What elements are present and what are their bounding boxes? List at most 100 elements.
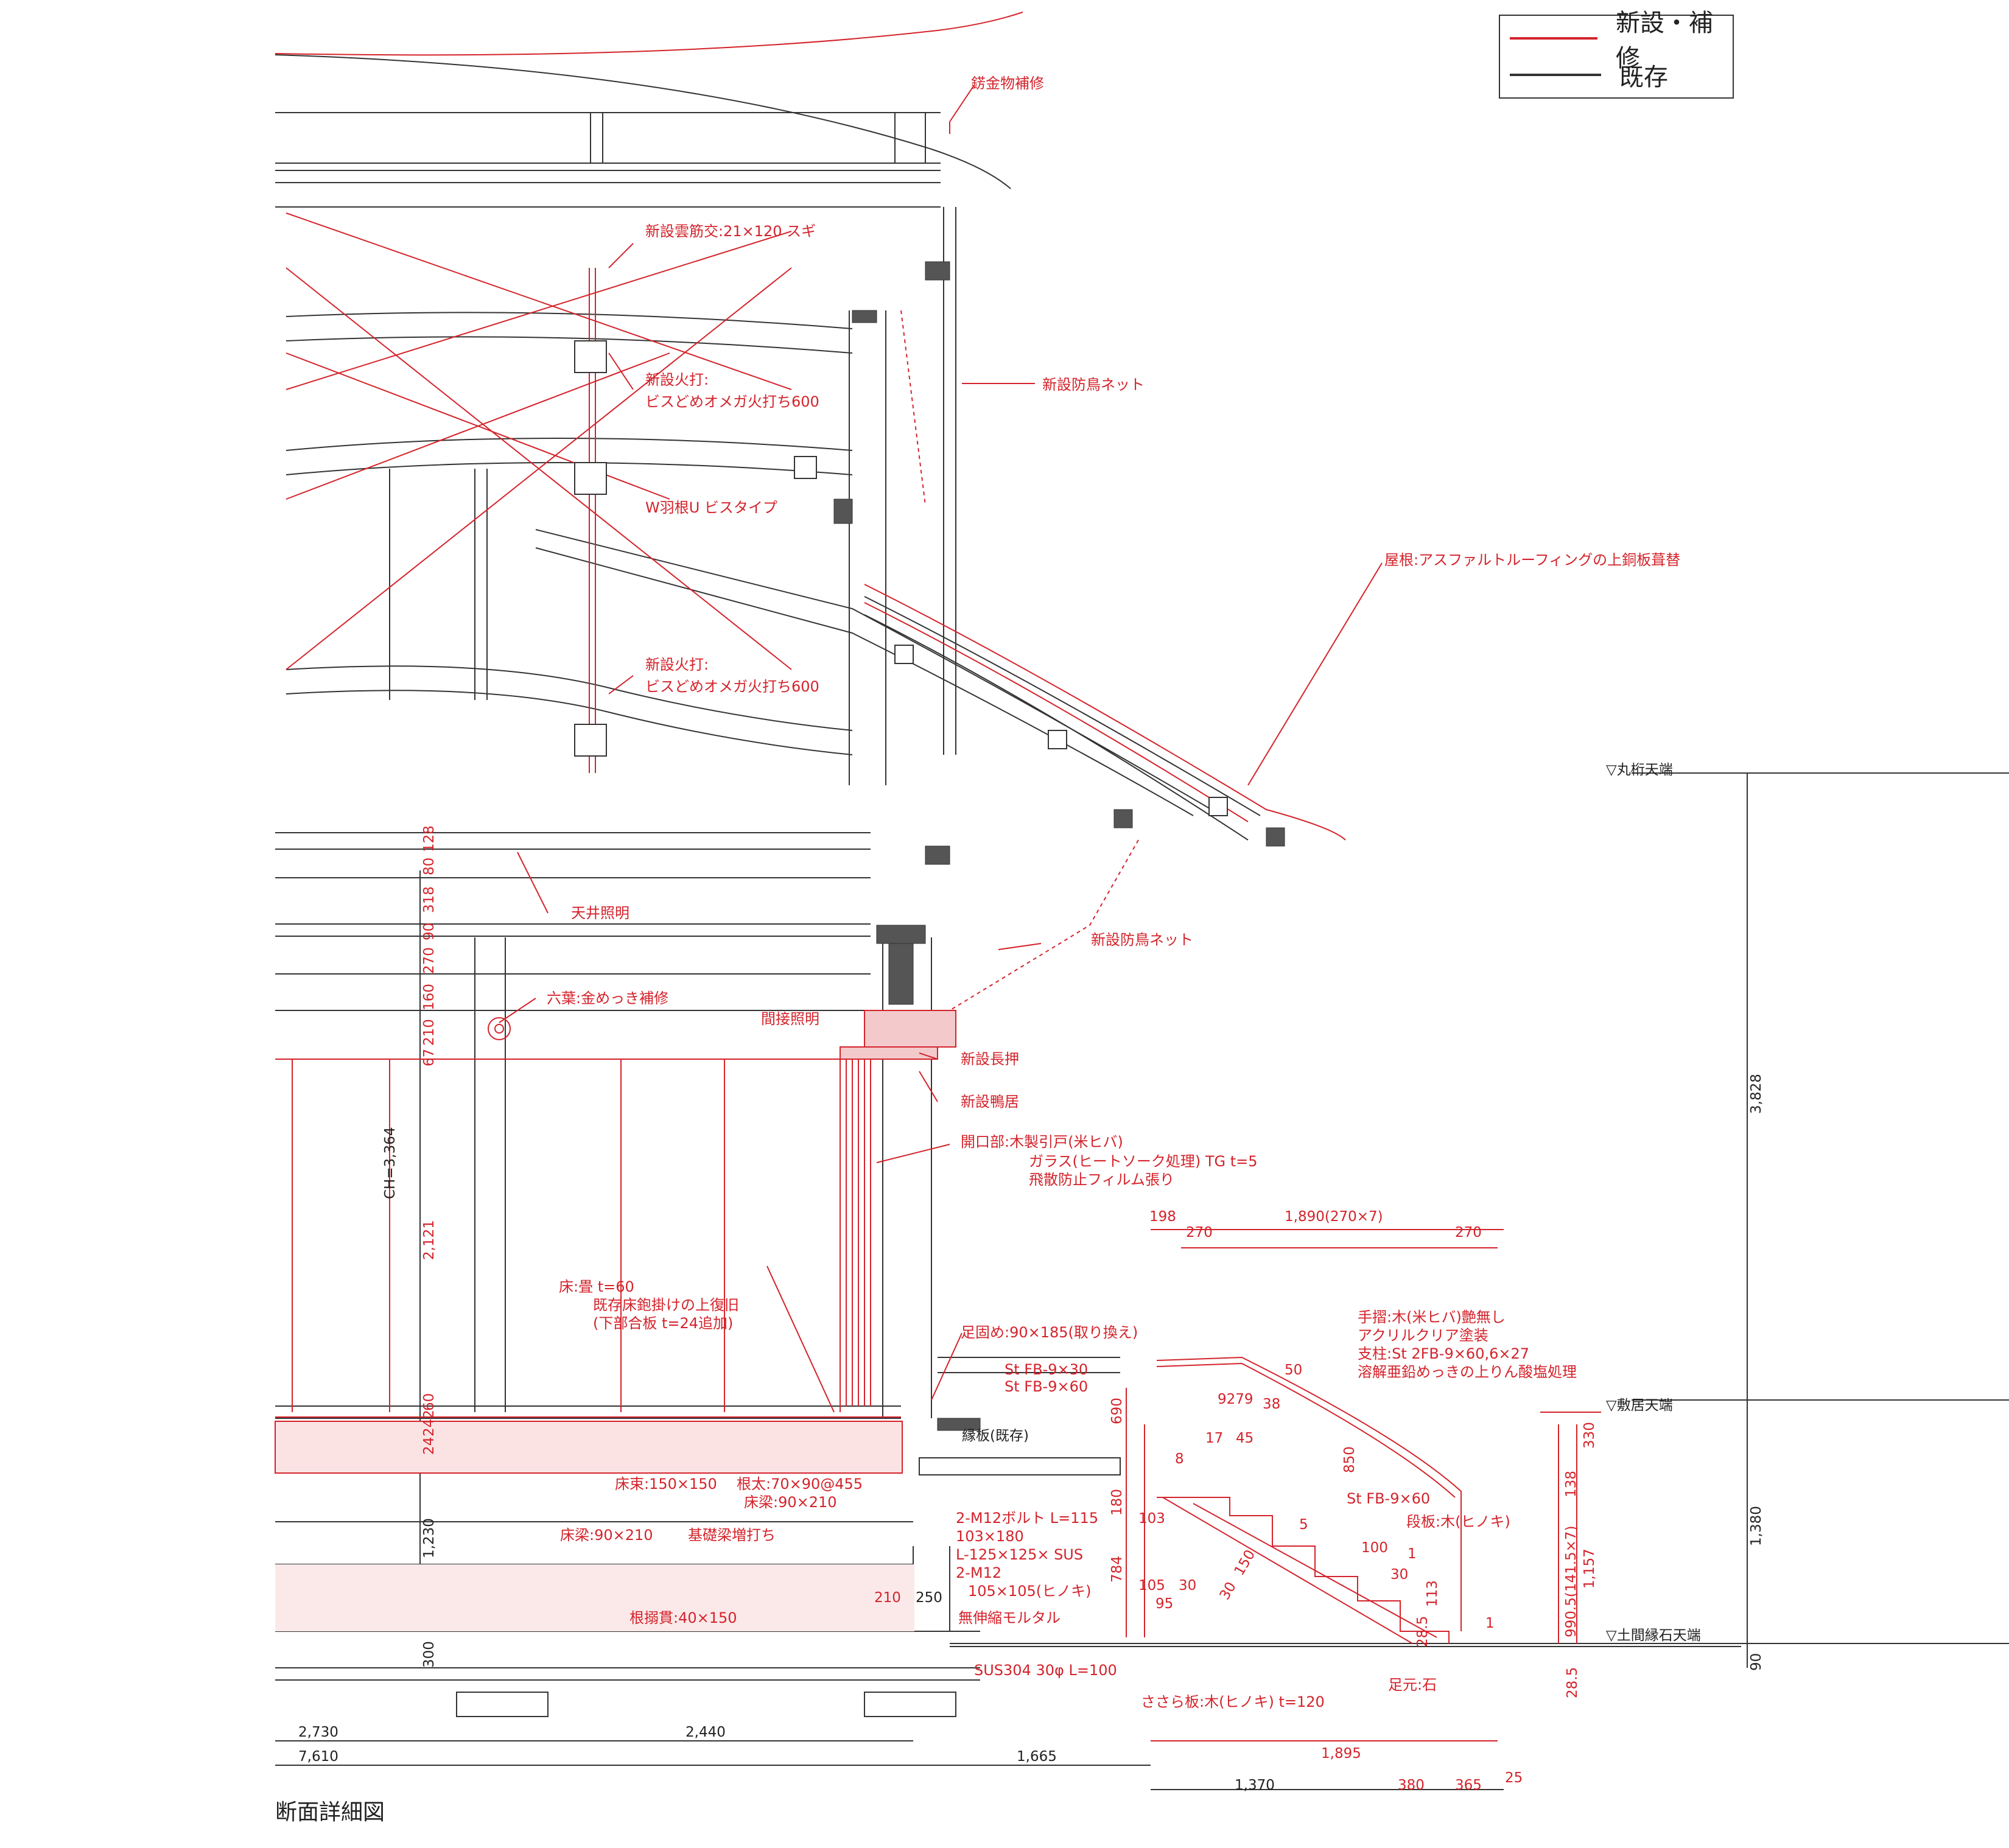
note-ashigatame: 足固め:90×185(取り換え) <box>961 1324 1138 1341</box>
hiuchi-symbols <box>574 340 1228 816</box>
note-w-hane: W羽根U ビスタイプ <box>645 499 777 516</box>
dim-30c: 30 <box>1217 1580 1239 1603</box>
existing-structure <box>275 54 2009 1790</box>
dim-270a: 270 <box>1186 1225 1213 1241</box>
dim-ch: CH=3,364 <box>382 1127 398 1199</box>
dim-105: 105 <box>1138 1578 1165 1594</box>
note-handrail-3: 支柱:St 2FB-9×60,6×27 <box>1358 1345 1529 1362</box>
dim-1230: 1,230 <box>421 1518 437 1558</box>
dim-9279: 9279 <box>1218 1391 1253 1407</box>
dim-850: 850 <box>1342 1446 1358 1473</box>
dim-80: 80 <box>421 858 437 875</box>
note-opening-2: ガラス(ヒートソーク処理) TG t=5 <box>1029 1153 1258 1170</box>
dim-67: 67 <box>421 1049 437 1066</box>
dim-1665: 1,665 <box>1017 1749 1057 1765</box>
joinery-blocks <box>833 261 1285 1431</box>
note-bolt-1: 2-M12ボルト L=115 <box>956 1510 1098 1527</box>
drawing-caption: 断面詳細図 <box>275 1800 385 1825</box>
dim-8: 8 <box>1175 1451 1184 1467</box>
dim-1370: 1,370 <box>1235 1777 1275 1793</box>
dim-90b: 90 <box>1748 1653 1764 1671</box>
note-hiuchi-mid-2: ビスどめオメガ火打ち600 <box>645 678 819 695</box>
dimensions: CH=3,364 128 80 318 90 270 160 210 67 2,… <box>298 825 1764 1793</box>
note-sus: SUS304 30φ L=100 <box>974 1662 1117 1679</box>
note-floor-3: (下部合板 t=24追加) <box>593 1315 733 1332</box>
note-ceiling-light: 天井照明 <box>571 905 629 922</box>
note-yukahari-r: 床梁:90×210 <box>744 1494 837 1511</box>
dim-210: 210 <box>421 1019 437 1046</box>
level-marugeta: ▽丸桁天端 <box>1606 762 1673 778</box>
dim-270b: 270 <box>1455 1225 1482 1241</box>
note-bolt-5: 105×105(ヒノキ) <box>968 1583 1091 1600</box>
note-roof: 屋根:アスファルトルーフィングの上銅板葺替 <box>1384 551 1680 569</box>
note-ashimoto: 足元:石 <box>1388 1676 1437 1693</box>
dim-1890: 1,890(270×7) <box>1285 1209 1383 1225</box>
legend-swatch-existing <box>1510 74 1601 76</box>
dim-198: 198 <box>1149 1209 1176 1225</box>
dim-1380: 1,380 <box>1748 1506 1764 1546</box>
dim-365: 365 <box>1455 1777 1482 1793</box>
note-indirect-light: 間接照明 <box>761 1010 819 1027</box>
note-yukahari-l: 床梁:90×210 <box>560 1527 653 1544</box>
dim-210-base: 210 <box>874 1590 901 1606</box>
dim-1157: 1,157 <box>1582 1549 1597 1589</box>
note-bolt-4: 2-M12 <box>956 1564 1001 1581</box>
dim-1b: 1 <box>1485 1615 1495 1631</box>
dim-784: 784 <box>1109 1556 1125 1583</box>
dim-3828: 3,828 <box>1748 1074 1764 1114</box>
new-repair-elements <box>275 12 1601 1741</box>
dim-5: 5 <box>1299 1517 1308 1533</box>
level-doma: ▽土間縁石天端 <box>1606 1628 1701 1643</box>
dim-150: 150 <box>1232 1547 1258 1578</box>
level-markers: ▽丸桁天端 ▽敷居天端 ▽土間縁石天端 <box>1606 762 1701 1643</box>
dim-300: 300 <box>421 1641 437 1668</box>
note-kamoi: 新設鴨居 <box>961 1093 1019 1110</box>
legend-item-new: 新設・補修 <box>1510 9 1733 72</box>
dim-30: 30 <box>1390 1567 1408 1583</box>
note-hiuchi-mid-1: 新設火打: <box>645 656 709 673</box>
dim-95: 95 <box>1155 1596 1173 1612</box>
note-stfb-60: St FB-9×60 <box>1004 1378 1088 1395</box>
note-hiuchi-top-2: ビスどめオメガ火打ち600 <box>645 393 819 410</box>
dim-380: 380 <box>1398 1777 1425 1793</box>
note-tread: 段板:木(ヒノキ) <box>1406 1513 1510 1530</box>
note-handrail-2: アクリルクリア塗装 <box>1358 1327 1488 1344</box>
note-kiso: 基礎梁増打ち <box>688 1527 776 1544</box>
dim-24: 24 <box>421 1437 437 1455</box>
dim-30b: 30 <box>1179 1578 1196 1594</box>
dim-160: 160 <box>421 984 437 1010</box>
note-negarami: 根搦貫:40×150 <box>629 1609 737 1626</box>
dim-138: 138 <box>1563 1471 1579 1497</box>
note-bird-net-top: 新設防鳥ネット <box>1042 376 1145 393</box>
dim-17: 17 <box>1205 1430 1223 1446</box>
dim-285: 28.5 <box>1415 1616 1431 1647</box>
note-netaru: 根太:70×90@455 <box>737 1475 863 1493</box>
dim-1a: 1 <box>1408 1546 1417 1562</box>
dim-2440: 2,440 <box>685 1724 726 1740</box>
note-handrail-4: 溶解亜鉛めっきの上りん酸塩処理 <box>1358 1363 1577 1381</box>
dim-45: 45 <box>1236 1430 1253 1446</box>
note-bolt-2: 103×180 <box>956 1528 1024 1545</box>
dim-1895: 1,895 <box>1321 1746 1361 1762</box>
note-handrail-1: 手摺:木(米ヒバ)艶無し <box>1358 1309 1506 1326</box>
note-floor-1: 床:畳 t=60 <box>559 1278 634 1295</box>
note-hiuchi-top-1: 新設火打: <box>645 371 709 388</box>
dim-330: 330 <box>1582 1422 1597 1449</box>
note-nageshi: 新設長押 <box>961 1051 1019 1068</box>
note-opening-1: 開口部:木製引戸(米ヒバ) <box>961 1133 1123 1150</box>
dim-103: 103 <box>1138 1511 1165 1527</box>
dim-318: 318 <box>421 886 437 913</box>
dim-90a: 90 <box>421 923 437 940</box>
rokuyo-ornament <box>488 1017 511 1040</box>
dim-2730: 2,730 <box>298 1724 338 1740</box>
note-bolt-3: L-125×125× SUS <box>956 1546 1083 1563</box>
dim-128: 128 <box>421 825 437 852</box>
dim-242: 242 <box>421 1410 437 1437</box>
dim-270: 270 <box>421 947 437 974</box>
legend-swatch-new <box>1510 37 1597 40</box>
dim-25: 25 <box>1505 1770 1523 1786</box>
dim-690: 690 <box>1109 1398 1125 1424</box>
annotations: 錺金物補修 新設雲筋交:21×120 スギ 新設火打: ビスどめオメガ火打ち60… <box>547 75 1680 1710</box>
note-cloud-brace: 新設雲筋交:21×120 スギ <box>645 223 816 240</box>
